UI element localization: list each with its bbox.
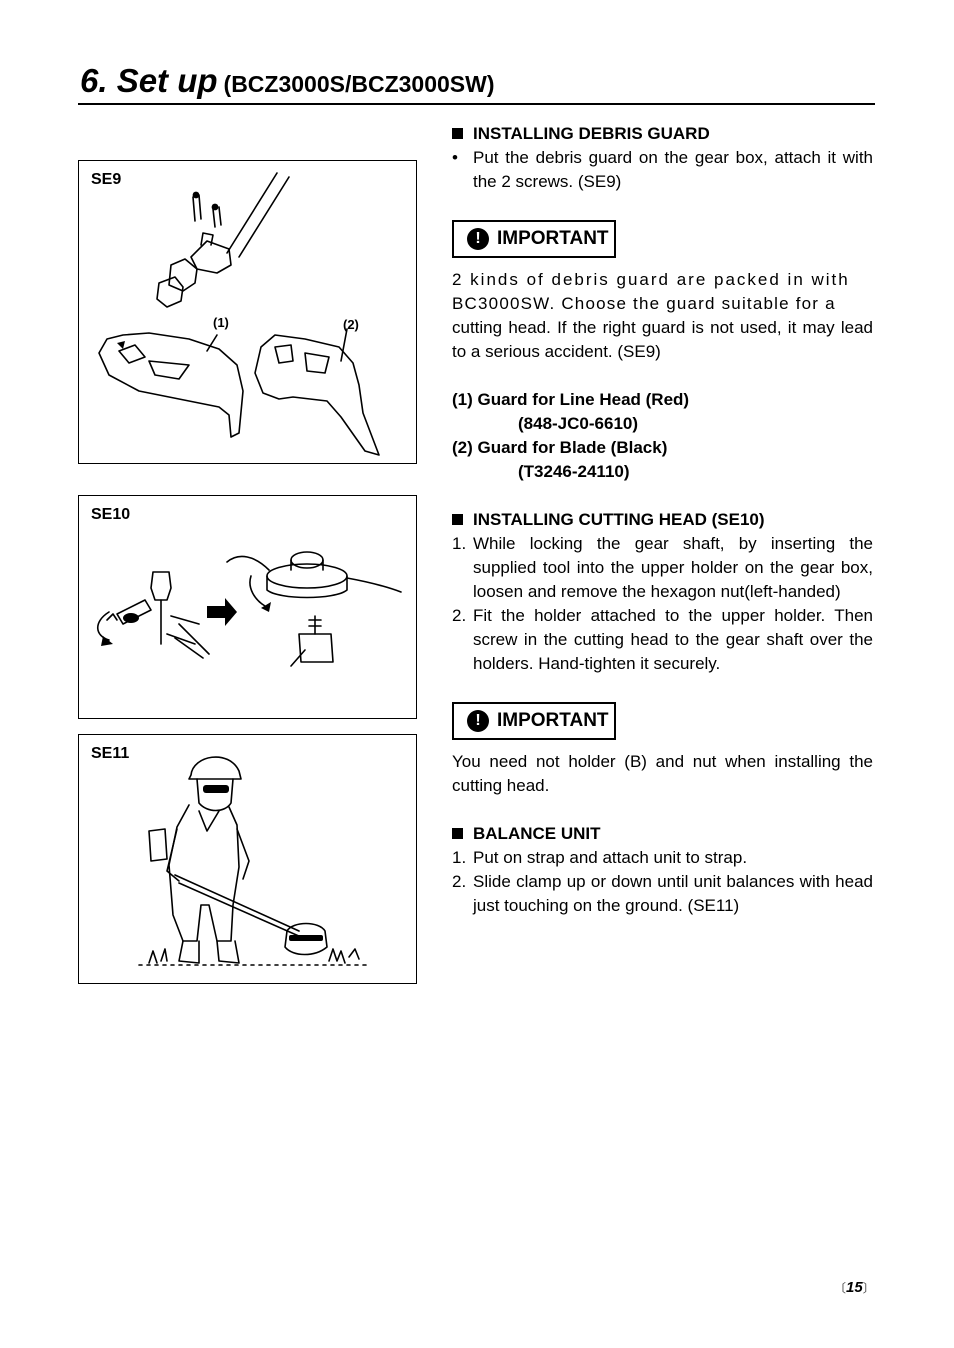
- figure-se11: SE11: [78, 734, 417, 984]
- debris-guard-illustration: (1) (2): [98, 172, 380, 456]
- guard-label-1: (1): [213, 315, 229, 330]
- important-box: !IMPORTANT: [452, 702, 616, 740]
- page-number: 〔15〕: [834, 1279, 875, 1296]
- important-text: You need not holder (B) and nut when ins…: [452, 752, 873, 795]
- important-text: cutting head. If the right guard is not …: [452, 318, 873, 361]
- important-text-line: BC3000SW. Choose the guard suitable for …: [452, 294, 836, 313]
- list-item: 1.While locking the gear shaft, by inser…: [452, 534, 873, 601]
- exclamation-icon: !: [467, 710, 489, 732]
- figure-caption: SE9: [91, 171, 122, 188]
- instructions-column: INSTALLING DEBRIS GUARD •Put the debris …: [452, 122, 873, 918]
- important-text-line: 2 kinds of debris guard are packed in wi…: [452, 270, 850, 289]
- page-title: 6. Set up(BCZ3000S/BCZ3000SW): [80, 62, 495, 99]
- section-heading-balance-unit: BALANCE UNIT: [452, 822, 873, 846]
- guard-label-2: (2): [343, 317, 359, 332]
- cutting-head-illustration: [96, 551, 402, 667]
- square-bullet-icon: [452, 514, 463, 525]
- figure-caption: SE11: [91, 745, 130, 762]
- figure-se9: SE9: [78, 160, 417, 464]
- guard-parts-list: (1) Guard for Line Head (Red) (848-JC0-6…: [452, 390, 690, 481]
- section-heading-debris-guard: INSTALLING DEBRIS GUARD: [452, 122, 873, 146]
- figure-caption: SE10: [91, 506, 131, 523]
- square-bullet-icon: [452, 828, 463, 839]
- exclamation-icon: !: [467, 228, 489, 250]
- list-item: 1.Put on strap and attach unit to strap.: [452, 848, 748, 867]
- figure-se10: SE10: [78, 495, 417, 719]
- page-subtitle: (BCZ3000S/BCZ3000SW): [223, 71, 495, 97]
- title-rule: [78, 103, 875, 105]
- important-box: !IMPORTANT: [452, 220, 616, 258]
- list-item: 2.Slide clamp up or down until unit bala…: [452, 872, 873, 915]
- operator-balance-illustration: [138, 756, 370, 966]
- square-bullet-icon: [452, 128, 463, 139]
- list-item: 2.Fit the holder attached to the upper h…: [452, 606, 873, 673]
- section-heading-cutting-head: INSTALLING CUTTING HEAD (SE10): [452, 508, 873, 532]
- list-item: •Put the debris guard on the gear box, a…: [452, 148, 873, 191]
